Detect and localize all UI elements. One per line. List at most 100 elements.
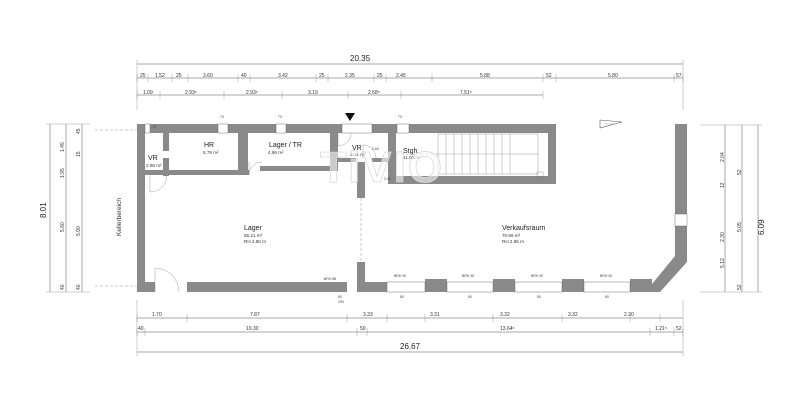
brh-label-1: BRH 88 — [324, 277, 336, 281]
left-b: 1.95 — [60, 168, 66, 178]
room-name: VR — [148, 155, 158, 162]
right-dimensions: 6.09 2.04 12 52 2.30 5.05 5.12 52 — [700, 124, 766, 293]
room-area: 11.05 m² — [403, 155, 421, 160]
walls — [137, 124, 687, 292]
top1-l: 52 — [546, 73, 552, 79]
top1-n: 57 — [676, 73, 682, 79]
top-dimension-row-1: 25 1.52 25 3.60 40 3.42 25 2.35 25 2.45 … — [136, 73, 684, 82]
left-h: 40 — [76, 284, 82, 290]
room-area: 55.21 m² — [244, 233, 263, 238]
top1-f: 3.42 — [278, 73, 288, 79]
top1-b: 1.52 — [155, 73, 165, 79]
bot2-a: 40 — [138, 326, 144, 332]
left-g: 40 — [60, 284, 66, 290]
room-vr-2: VR 3.41 m² — [350, 145, 366, 157]
entrance-marker — [345, 113, 355, 121]
left-c: 5.60 — [60, 222, 66, 232]
small-dim-a: 2.40 — [384, 177, 391, 181]
top-dimension-row-2: 1.09 2.93⁵ 2.93⁵ 3.19 2.68⁵ 7.51⁵ — [136, 90, 544, 99]
bottom-width-text: 26.67 — [400, 342, 421, 351]
top1-j: 2.45 — [396, 73, 406, 79]
top2-f: 7.51⁵ — [460, 90, 472, 96]
top1-c: 25 — [176, 73, 182, 79]
bot1-b: 7.87 — [250, 312, 260, 318]
top1-k: 5.88 — [480, 73, 490, 79]
brh-label-4: BRH 30 — [531, 274, 543, 278]
room-area: 70.66 m² — [502, 233, 521, 238]
window-markers — [144, 123, 688, 293]
top1-e: 40 — [241, 73, 247, 79]
bot2-b: 10.30 — [246, 326, 259, 332]
top1-g: 25 — [319, 73, 325, 79]
room-name: HR — [204, 142, 214, 149]
left-d: 5.90 — [76, 226, 82, 236]
room-height: RH 2.95 m — [502, 239, 524, 244]
top1-h: 2.35 — [345, 73, 355, 79]
top2-b: 2.93⁵ — [185, 90, 197, 96]
top2-d: 3.19 — [308, 90, 318, 96]
door-label-3: 80 — [400, 295, 404, 299]
bot1-f: 3.32 — [568, 312, 578, 318]
room-stgh: Stgh. 11.05 m² — [403, 148, 421, 160]
bot2-f: 52 — [676, 326, 682, 332]
bot1-a: 1.70 — [152, 312, 162, 318]
right-g: 52 — [737, 284, 743, 290]
room-name: Lager / TR — [269, 142, 302, 149]
bot2-d: 13.64⁵ — [500, 326, 515, 332]
top1-i: 25 — [377, 73, 383, 79]
top2-a: 1.09 — [143, 90, 153, 96]
window-label-3: 70 — [278, 115, 282, 119]
window-label-4: 70 — [398, 115, 402, 119]
room-lager: Lager 55.21 m² RH 2.80 m — [244, 225, 266, 244]
right-e: 5.05 — [737, 222, 743, 232]
brh-label-2: BRH 30 — [394, 274, 406, 278]
room-vr-1: VR 2.96 m² — [146, 155, 162, 168]
bottom-dimension-row-1: 1.70 7.87 3.33 3.31 3.32 3.32 2.30 — [136, 312, 683, 322]
right-f: 5.12 — [720, 258, 726, 268]
left-a: 1.45 — [60, 142, 66, 152]
top2-c: 2.93⁵ — [246, 90, 258, 96]
top1-a: 25 — [140, 73, 146, 79]
right-c: 52 — [737, 169, 743, 175]
door-label-5: 80 — [537, 295, 541, 299]
kellerbereich-label: Kellerbereich — [116, 198, 123, 236]
top-overall-dimension: 20.35 — [136, 54, 684, 110]
room-name: Verkaufsraum — [502, 225, 545, 232]
left-height-text: 8.01 — [39, 202, 48, 218]
right-d: 2.30 — [720, 232, 726, 242]
door-label-6: 80 — [605, 295, 609, 299]
right-b: 12 — [720, 182, 726, 188]
bottom-dimension-row-2: 40 10.30 50 13.64⁵ 1.21⁵ 52 — [136, 326, 684, 336]
door-label-1: 80 — [338, 295, 342, 299]
north-arrow-icon — [599, 119, 623, 129]
room-name: Stgh. — [403, 148, 419, 155]
small-dim-b: 2.60 — [372, 147, 379, 151]
top-width-text: 20.35 — [350, 54, 371, 63]
left-dimensions: 8.01 1.45 1.95 5.60 5.90 45 15 40 40 — [39, 123, 90, 293]
room-area: 3.41 m² — [350, 152, 366, 157]
door-label-4: 80 — [468, 295, 472, 299]
bot1-g: 2.30 — [624, 312, 634, 318]
left-f: 15 — [76, 151, 82, 157]
room-name: VR — [352, 145, 362, 152]
window-label-1: 70 — [152, 125, 156, 129]
top1-m: 5.80 — [608, 73, 618, 79]
bot1-c: 3.33 — [363, 312, 373, 318]
right-a: 2.04 — [720, 152, 726, 162]
room-name: Lager — [244, 225, 263, 232]
brh-label-3: BRH 30 — [462, 274, 474, 278]
top2-e: 2.68⁵ — [368, 90, 380, 96]
brh-label-5: BRH 30 — [600, 274, 612, 278]
left-e: 45 — [76, 128, 82, 134]
bot2-c: 50 — [360, 326, 366, 332]
room-area: 2.96 m² — [146, 163, 162, 168]
room-verkaufsraum: Verkaufsraum 70.66 m² RH 2.95 m — [502, 225, 545, 244]
staircase — [396, 133, 544, 179]
doors — [149, 132, 377, 293]
room-lager-tr: Lager / TR 4.96 m² — [268, 142, 302, 155]
bot2-e: 1.21⁵ — [655, 326, 667, 332]
room-area: 4.96 m² — [268, 150, 284, 155]
room-height: RH 2.80 m — [244, 239, 266, 244]
bot1-d: 3.31 — [430, 312, 440, 318]
